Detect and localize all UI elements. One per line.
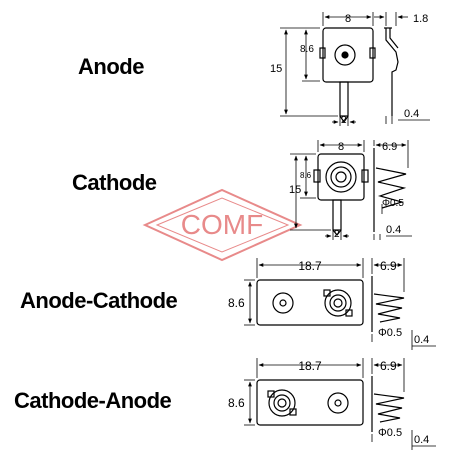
anode-cathode-label: Anode-Cathode bbox=[20, 288, 178, 313]
anode-side-dim: 0.4 bbox=[404, 108, 419, 120]
anode-width-dim: 8 bbox=[345, 13, 351, 25]
anode-drawing bbox=[280, 12, 430, 126]
ac-anode-bump bbox=[272, 292, 294, 314]
ca-wire-dim: Φ0.5 bbox=[378, 427, 402, 439]
cathode-spring-dim: 6.9 bbox=[382, 141, 397, 153]
cathode-anode-label: Cathode-Anode bbox=[14, 388, 172, 413]
cathode-plate bbox=[317, 153, 365, 201]
anode-tab bbox=[339, 81, 349, 117]
cathode-width-dim: 8 bbox=[338, 141, 344, 153]
ca-spring-dim: 6.9 bbox=[380, 359, 397, 373]
cathode-height-dim: 15 bbox=[289, 184, 301, 196]
cathode-anode-drawing bbox=[244, 358, 436, 450]
anode-thickness-dim: 1.8 bbox=[413, 13, 428, 25]
anode-side-view bbox=[384, 27, 399, 116]
cathode-tab-dim: 2 bbox=[334, 229, 340, 240]
watermark-logo: COMF bbox=[142, 188, 303, 262]
ca-width-dim: 18.7 bbox=[298, 359, 322, 373]
ac-side-dim: 0.4 bbox=[414, 334, 429, 346]
anode-height-dim: 15 bbox=[270, 63, 282, 75]
cathode-spring-top bbox=[325, 161, 357, 193]
cathode-label: Cathode bbox=[72, 170, 157, 195]
ac-cathode-spring bbox=[324, 289, 352, 317]
ca-side-dim: 0.4 bbox=[414, 434, 429, 446]
watermark-text: COMF bbox=[181, 209, 263, 240]
ac-width-dim: 18.7 bbox=[298, 259, 322, 273]
ca-spring-side bbox=[371, 376, 405, 432]
anode-label: Anode bbox=[78, 54, 144, 79]
ca-plate bbox=[256, 379, 364, 426]
ac-spring-side bbox=[371, 276, 405, 332]
cathode-drawing bbox=[290, 140, 412, 240]
ca-anode-bump bbox=[327, 392, 349, 414]
cathode-side-dim: 0.4 bbox=[386, 224, 401, 236]
anode-upper-dim: 8.6 bbox=[300, 44, 314, 55]
anode-cathode-drawing bbox=[244, 258, 436, 350]
ca-cathode-spring bbox=[268, 389, 296, 417]
anode-tab-dim: 2 bbox=[341, 115, 347, 126]
cathode-spring-side bbox=[373, 148, 407, 232]
cathode-tab bbox=[332, 199, 342, 231]
ac-spring-dim: 6.9 bbox=[380, 259, 397, 273]
cathode-upper-dim: 8.6 bbox=[300, 171, 312, 180]
ca-height-dim: 8.6 bbox=[228, 396, 245, 410]
cathode-wire-dim: Φ0.5 bbox=[382, 198, 404, 209]
ac-plate bbox=[256, 279, 364, 326]
ac-height-dim: 8.6 bbox=[228, 296, 245, 310]
ac-wire-dim: Φ0.5 bbox=[378, 327, 402, 339]
anode-bump bbox=[334, 44, 356, 66]
